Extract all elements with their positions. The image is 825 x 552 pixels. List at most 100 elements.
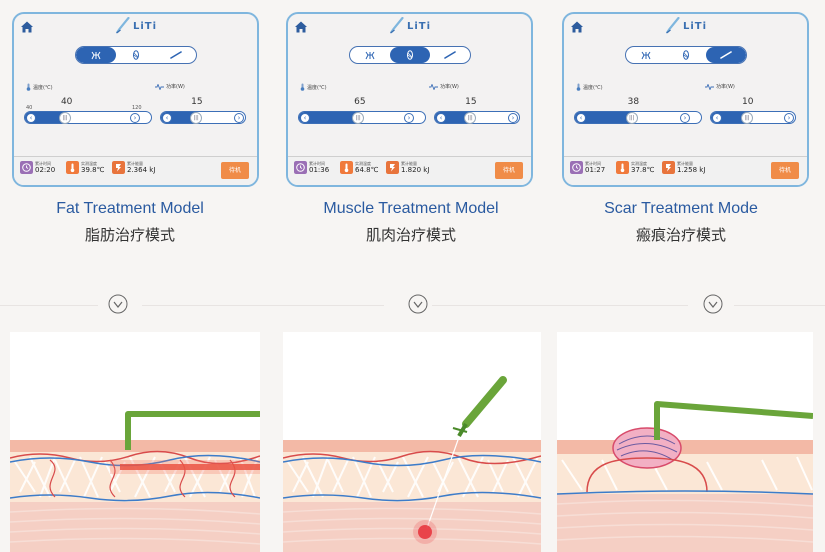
mode-selector: [348, 46, 471, 64]
temperature-slider-knob[interactable]: |||: [352, 112, 365, 124]
mode-muscle-button[interactable]: [666, 47, 706, 63]
caption-muscle-zh: 肌肉治疗模式: [365, 226, 456, 244]
power-increase-button[interactable]: ›: [234, 113, 244, 123]
divider-line: [734, 305, 825, 306]
blade-icon: [719, 51, 732, 59]
temperature-value: 38: [627, 97, 640, 107]
mode-muscle-button[interactable]: [116, 47, 156, 63]
panel-header: LiTi: [564, 14, 807, 40]
standby-button[interactable]: 待机: [495, 162, 523, 179]
power-decrease-button[interactable]: ‹: [162, 113, 172, 123]
fat-cell-icon: [641, 51, 650, 59]
thermometer-icon: [576, 83, 581, 91]
panel-header: LiTi: [14, 14, 257, 40]
scalpel-logo-icon: [665, 17, 680, 34]
mode-scar-button[interactable]: [156, 47, 196, 63]
power-slider-knob[interactable]: |||: [740, 112, 753, 124]
home-icon[interactable]: [20, 20, 34, 34]
power-slider-knob[interactable]: |||: [464, 112, 477, 124]
standby-button[interactable]: 待机: [221, 162, 249, 179]
divider-line: [432, 305, 688, 306]
caption-muscle: Muscle Treatment Model 肌肉治疗模式: [281, 200, 541, 245]
power-label: 功率(W): [705, 83, 735, 90]
power-wave-icon: [429, 83, 438, 90]
muscle-treatment-illustration: [283, 332, 541, 552]
thermometer-icon: [616, 161, 629, 174]
temperature-slider[interactable]: [574, 111, 702, 124]
home-icon[interactable]: [570, 20, 584, 34]
control-panel-muscle: LiTi 温度(℃) 功率(W) 65 ‹ ›: [286, 12, 533, 187]
control-panel-scar: LiTi 温度(℃) 功率(W) 38 ‹ ›: [562, 12, 809, 187]
power-decrease-button[interactable]: ‹: [436, 113, 446, 123]
temperature-label: 温度(℃): [576, 83, 603, 91]
temperature-value: 65: [354, 97, 366, 107]
power-value: 10: [741, 97, 754, 107]
caption-scar: Scar Treatment Mode 瘢痕治疗模式: [551, 200, 811, 245]
caption-muscle-en: Muscle Treatment Model: [323, 200, 499, 217]
temperature-slider-knob[interactable]: |||: [58, 112, 71, 124]
chevron-down-circle-icon: [703, 294, 723, 314]
divider-line: [142, 305, 384, 306]
power-increase-button[interactable]: ›: [508, 113, 518, 123]
brand-name: LiTi: [132, 20, 158, 32]
energy-icon: [662, 161, 675, 174]
scalpel-logo-icon: [115, 17, 130, 34]
power-label: 功率(W): [429, 83, 459, 90]
power-slider[interactable]: [434, 111, 520, 124]
brand-logo: LiTi: [388, 17, 431, 35]
blade-icon: [169, 51, 182, 59]
thermometer-icon: [300, 83, 305, 91]
temperature-increase-button[interactable]: ›: [130, 113, 140, 123]
mode-selector: [74, 46, 197, 64]
mode-muscle-button[interactable]: [389, 47, 430, 63]
temperature-decrease-button[interactable]: ‹: [576, 113, 586, 123]
mode-fat-button[interactable]: [75, 47, 116, 63]
caption-scar-en: Scar Treatment Mode: [604, 200, 758, 217]
mode-fat-button[interactable]: [626, 47, 666, 63]
power-wave-icon: [705, 83, 714, 90]
brand-logo: LiTi: [664, 17, 707, 35]
fat-cell-icon: [91, 51, 100, 59]
temperature-slider[interactable]: [24, 111, 152, 124]
temperature-decrease-button[interactable]: ‹: [26, 113, 36, 123]
power-label: 功率(W): [155, 83, 185, 90]
temperature-label: 温度(℃): [300, 83, 327, 91]
home-icon[interactable]: [294, 20, 308, 34]
muscle-icon: [682, 50, 689, 60]
standby-button[interactable]: 待机: [771, 162, 799, 179]
mode-scar-button[interactable]: [430, 47, 470, 63]
temp-min-label: 40: [26, 105, 33, 111]
blade-icon: [443, 51, 456, 59]
caption-fat-zh: 脂肪治疗模式: [84, 226, 175, 244]
fat-treatment-illustration: [10, 332, 260, 552]
brand-logo: LiTi: [114, 17, 157, 35]
panel-header: LiTi: [288, 14, 531, 40]
temperature-increase-button[interactable]: ›: [680, 113, 690, 123]
temperature-decrease-button[interactable]: ‹: [300, 113, 310, 123]
power-increase-button[interactable]: ›: [784, 113, 794, 123]
power-decrease-button[interactable]: ‹: [712, 113, 722, 123]
power-slider[interactable]: [160, 111, 246, 124]
temperature-increase-button[interactable]: ›: [404, 113, 414, 123]
temperature-slider-knob[interactable]: |||: [625, 112, 638, 124]
caption-fat-en: Fat Treatment Model: [56, 200, 204, 217]
muscle-icon: [132, 50, 139, 60]
thermometer-icon: [340, 161, 353, 174]
caption-fat: Fat Treatment Model 脂肪治疗模式: [0, 200, 260, 245]
mode-scar-button[interactable]: [705, 47, 746, 63]
mode-selector: [624, 46, 747, 64]
mode-fat-button[interactable]: [350, 47, 390, 63]
power-slider[interactable]: [710, 111, 796, 124]
power-wave-icon: [155, 83, 164, 90]
fat-cell-icon: [365, 51, 374, 59]
thermometer-icon: [26, 83, 31, 91]
control-panel-fat: LiTi 温度(℃) 功率(W) 40 120 40: [12, 12, 259, 187]
clock-icon: [570, 161, 583, 174]
power-slider-knob[interactable]: |||: [190, 112, 203, 124]
